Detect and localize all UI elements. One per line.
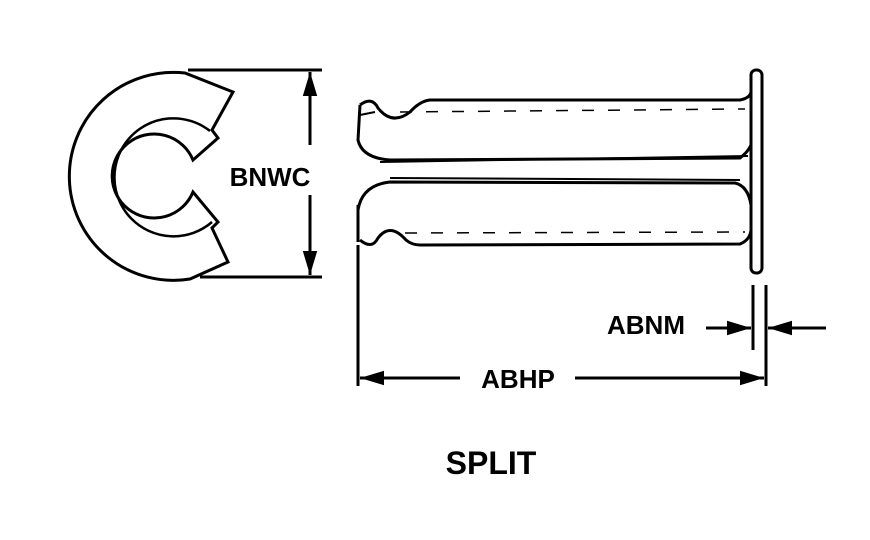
bnwc-dimension [188, 68, 322, 279]
bnwc-label: BNWC [230, 162, 311, 192]
abhp-label: ABHP [481, 364, 555, 394]
end-view-c-shape [67, 70, 236, 282]
length-dimensions [356, 245, 826, 386]
abnm-label: ABNM [607, 310, 685, 340]
side-view-pin [356, 68, 764, 275]
caption-split: SPLIT [446, 445, 537, 481]
